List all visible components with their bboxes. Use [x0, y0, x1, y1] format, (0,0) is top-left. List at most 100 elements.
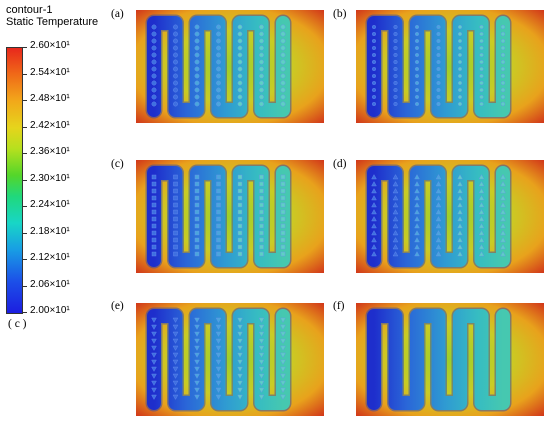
pin-fin — [194, 317, 200, 323]
pin-fin — [173, 174, 178, 180]
pin-fin — [457, 80, 462, 85]
pin-fin — [500, 46, 505, 51]
contour-plot-f — [356, 303, 544, 416]
pin-fin — [173, 244, 178, 250]
pin-fin — [173, 101, 178, 107]
pin-fin — [280, 66, 286, 72]
pin-fin — [393, 60, 398, 65]
pin-fin — [216, 181, 221, 187]
pin-fin — [151, 59, 157, 65]
pin-fin — [151, 366, 157, 372]
pin-fin — [372, 46, 377, 51]
pin-fin — [371, 202, 377, 208]
pin-fin — [216, 223, 221, 229]
pin-fin — [237, 237, 243, 243]
pin-fin — [435, 202, 442, 208]
pin-fin — [415, 101, 420, 106]
pin-fin — [194, 59, 200, 65]
pin-fin — [151, 38, 157, 44]
pin-fin — [457, 60, 462, 65]
pin-fin — [237, 345, 243, 351]
pin-fin — [173, 87, 178, 93]
pin-fin — [500, 101, 505, 106]
pin-fin — [151, 101, 157, 107]
pin-fin — [500, 24, 505, 29]
pin-fin — [372, 73, 377, 78]
pin-fin — [173, 94, 178, 100]
colorbar — [6, 47, 23, 314]
pin-fin — [478, 216, 485, 222]
pin-fin — [371, 216, 377, 222]
panel-label-a: (a) — [111, 8, 124, 20]
pin-fin — [194, 216, 200, 222]
pin-fin — [371, 237, 377, 243]
pin-fin — [436, 39, 441, 44]
pin-fin — [457, 174, 463, 180]
pin-fin — [151, 345, 157, 351]
colorbar-tick-mark — [22, 179, 27, 181]
pin-fin — [151, 73, 157, 79]
pin-fin — [415, 53, 420, 58]
pin-fin — [478, 181, 485, 187]
pin-fin — [371, 230, 377, 236]
pin-fin — [414, 230, 420, 236]
pin-fin — [414, 244, 420, 250]
pin-fin — [478, 209, 485, 215]
pin-fin — [194, 394, 200, 400]
pin-fin — [172, 394, 179, 400]
pin-fin — [173, 80, 178, 86]
pin-fin — [372, 101, 377, 106]
pin-fin — [414, 237, 420, 243]
pin-fin — [151, 181, 157, 187]
pin-fin — [173, 237, 178, 243]
pin-fin — [194, 174, 200, 180]
pin-fin — [435, 244, 442, 250]
colorbar-tick-label: 2.42×10¹ — [30, 119, 70, 131]
pin-fin — [479, 67, 484, 72]
pin-fin — [172, 338, 179, 344]
pin-fin — [372, 94, 377, 99]
pin-fin — [151, 174, 157, 180]
pin-fin — [457, 87, 462, 92]
pin-fin — [237, 45, 243, 51]
pin-fin — [237, 202, 243, 208]
pin-fin — [172, 352, 179, 358]
pin-fin — [215, 380, 222, 386]
pin-fin — [457, 181, 463, 187]
pin-fin — [259, 73, 264, 79]
pin-fin — [371, 251, 377, 257]
pin-fin — [258, 352, 265, 358]
legend-title-line2: Static Temperature — [6, 16, 99, 28]
pin-fin — [435, 209, 442, 215]
pin-fin — [392, 209, 399, 215]
pin-fin — [151, 331, 157, 337]
panel-b — [356, 10, 544, 123]
pin-fin — [393, 46, 398, 51]
pin-fin — [500, 32, 505, 37]
pin-fin — [393, 73, 398, 78]
pin-fin — [415, 80, 420, 85]
pin-fin — [280, 317, 286, 323]
pin-fin — [237, 387, 243, 393]
pin-fin — [436, 101, 441, 106]
pin-fin — [173, 230, 178, 236]
pin-fin — [371, 244, 377, 250]
pin-fin — [259, 216, 264, 222]
pin-fin — [372, 32, 377, 37]
pin-fin — [151, 52, 157, 58]
pin-fin — [173, 31, 178, 37]
pin-fin — [457, 67, 462, 72]
pin-fin — [194, 38, 200, 44]
pin-fin — [216, 237, 221, 243]
pin-fin — [436, 46, 441, 51]
pin-fin — [194, 73, 200, 79]
pin-fin — [194, 87, 200, 93]
pin-fin — [500, 251, 506, 257]
pin-fin — [414, 174, 420, 180]
legend-label: ( c ) — [8, 318, 27, 330]
pin-fin — [414, 216, 420, 222]
pin-fin — [479, 60, 484, 65]
pin-fin — [280, 181, 286, 187]
colorbar-tick-mark — [22, 47, 27, 48]
pin-fin — [415, 39, 420, 44]
